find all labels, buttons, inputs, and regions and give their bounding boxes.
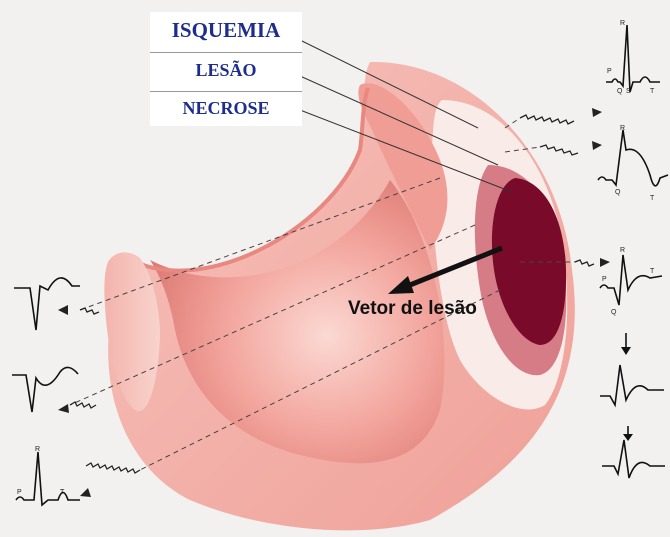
ecg-traces: [12, 24, 669, 507]
ecg-bottom-left-r: R: [35, 446, 40, 453]
ecg-middle-right: [599, 254, 663, 306]
cavity-edge: [126, 87, 370, 273]
leader-necrose: [299, 109, 513, 193]
ecg-top-right: [606, 24, 660, 93]
ecg-top-right-p: P: [607, 68, 612, 75]
leader-isquemia: [299, 39, 479, 129]
necrosis-zone: [491, 178, 567, 345]
ecg-middle-right-t: T: [650, 268, 655, 275]
ecg-bottom-left-p: P: [17, 489, 22, 496]
ecg-left-1: [14, 277, 80, 331]
ecg-top-right-r: R: [620, 20, 625, 27]
ecg-upper-right-q: Q: [615, 189, 621, 196]
legend-necrose: NECROSE: [182, 98, 270, 118]
ecg-upper-right-t: T: [650, 195, 655, 202]
ecg-down-arrow-heads: [621, 347, 633, 441]
legend-lesao: LESÃO: [195, 60, 257, 80]
ecg-top-right-t: T: [650, 88, 655, 95]
ecg-middle-right-q: Q: [611, 309, 617, 316]
ecg-top-right-q: Q: [617, 88, 623, 95]
ecg-top-right-s: S: [626, 88, 631, 95]
projection-lines: [69, 117, 575, 471]
ecg-upper-right: [597, 129, 669, 187]
wavy-arrows: [69, 114, 595, 474]
ecg-right-lower-1: [600, 364, 664, 408]
ecg-middle-right-r: R: [620, 247, 625, 254]
legend-divider: [150, 91, 302, 92]
inner-cavity: [150, 180, 445, 464]
injury-vector-head: [388, 276, 414, 294]
legend-divider: [150, 52, 302, 53]
legend-box: ISQUEMIA LESÃO NECROSE: [150, 12, 302, 126]
ecg-left-2: [12, 366, 79, 413]
ecg-middle-right-p: P: [602, 276, 607, 283]
injury-vector-shaft: [404, 245, 503, 290]
injury-vector-label: Vetor de lesão: [348, 298, 477, 319]
ecg-bottom-left: [15, 451, 80, 507]
ecg-right-lower-2: [602, 439, 665, 479]
leader-lesao: [299, 75, 499, 166]
ecg-upper-right-r: R: [620, 125, 625, 132]
arrow-heads: [58, 108, 610, 497]
inner-wall-rim: [358, 83, 448, 251]
ecg-bottom-left-t: T: [60, 489, 65, 496]
legend-isquemia: ISQUEMIA: [171, 18, 281, 42]
